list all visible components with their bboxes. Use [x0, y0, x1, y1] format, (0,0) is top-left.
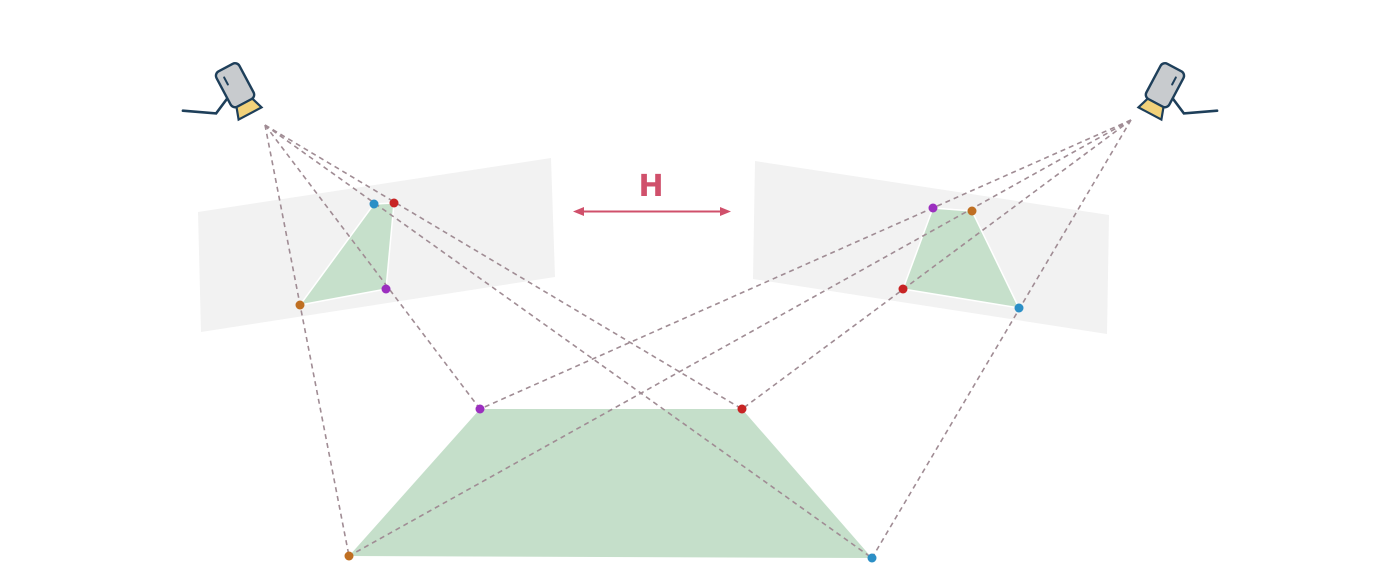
right-camera-rays [348, 119, 1132, 559]
camera-icon [181, 62, 264, 122]
left-image-points [295, 198, 399, 310]
camera-mount [181, 97, 229, 115]
left-point-purple [381, 284, 391, 294]
homography-arrow-head-left [573, 207, 584, 216]
right-point-blue [1014, 303, 1024, 313]
ray-left-red [264, 124, 743, 410]
homography-label: H [638, 169, 663, 204]
ray-right-purple [479, 119, 1132, 410]
ground-point-purple [475, 404, 485, 414]
left-point-red [389, 198, 399, 208]
ray-left-blue [264, 124, 873, 559]
ground-point-orange [344, 551, 354, 561]
left-point-blue [369, 199, 379, 209]
homography-arrow-head-right [720, 207, 731, 216]
left-point-orange [295, 300, 305, 310]
ground-point-red [737, 404, 747, 414]
right-point-red [898, 284, 908, 294]
homography-arrow: H [573, 169, 731, 216]
camera-lens [1136, 97, 1165, 122]
ray-right-blue [871, 119, 1132, 559]
camera-detail [1171, 76, 1177, 86]
ground-plane-quad [349, 409, 872, 558]
camera-detail [223, 76, 229, 86]
ray-left-orange [264, 124, 350, 557]
right-image-points [898, 203, 1024, 313]
camera-lens [235, 97, 264, 122]
ground-points [344, 404, 877, 563]
camera-mount [1171, 97, 1219, 115]
ground-point-blue [867, 553, 877, 563]
right-point-purple [928, 203, 938, 213]
camera-icon [1136, 62, 1219, 122]
right-point-orange [967, 206, 977, 216]
left-camera-rays [264, 124, 873, 559]
